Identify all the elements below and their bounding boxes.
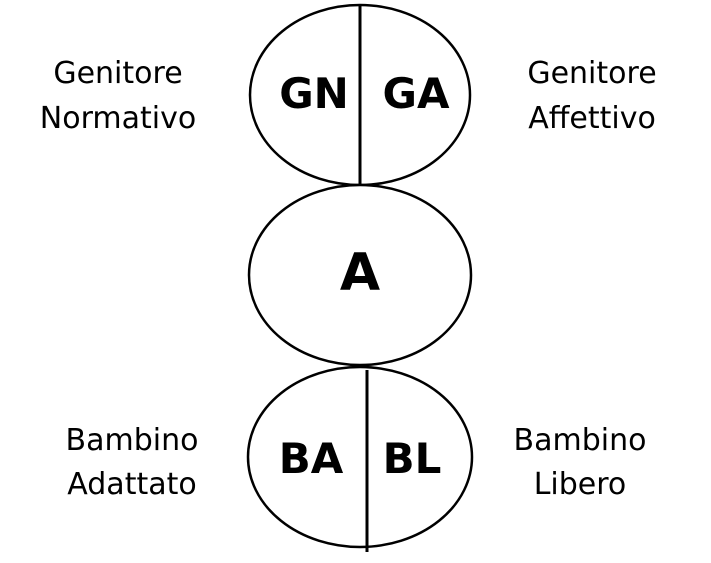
adult-ego-state: A [247,183,473,367]
child-free-label-line1: Bambino [514,423,647,458]
child-free-label-line2: Libero [534,467,627,502]
child-adapted-abbr: BA [279,434,344,483]
child-circle [246,365,474,549]
child-adapted-label-line1: Bambino [66,423,199,458]
adult-abbr: A [340,243,380,303]
parent-affective-abbr: GA [383,69,450,118]
adult-circle [247,183,473,367]
parent-ego-state: GN GA [248,3,472,187]
child-adapted-label: Bambino Adattato [66,423,199,502]
parent-normative-label-line1: Genitore [53,56,182,91]
parent-affective-label-line1: Genitore [527,56,656,91]
parent-affective-label: Genitore Affettivo [527,56,656,136]
child-ego-state: BA BL [246,365,474,552]
child-adapted-label-line2: Adattato [67,467,196,502]
parent-normative-label-line2: Normativo [40,101,196,136]
parent-affective-label-line2: Affettivo [528,101,656,136]
child-free-label: Bambino Libero [514,423,647,502]
parent-normative-label: Genitore Normativo [40,56,196,136]
child-free-abbr: BL [383,434,442,483]
parent-normative-abbr: GN [279,69,349,118]
